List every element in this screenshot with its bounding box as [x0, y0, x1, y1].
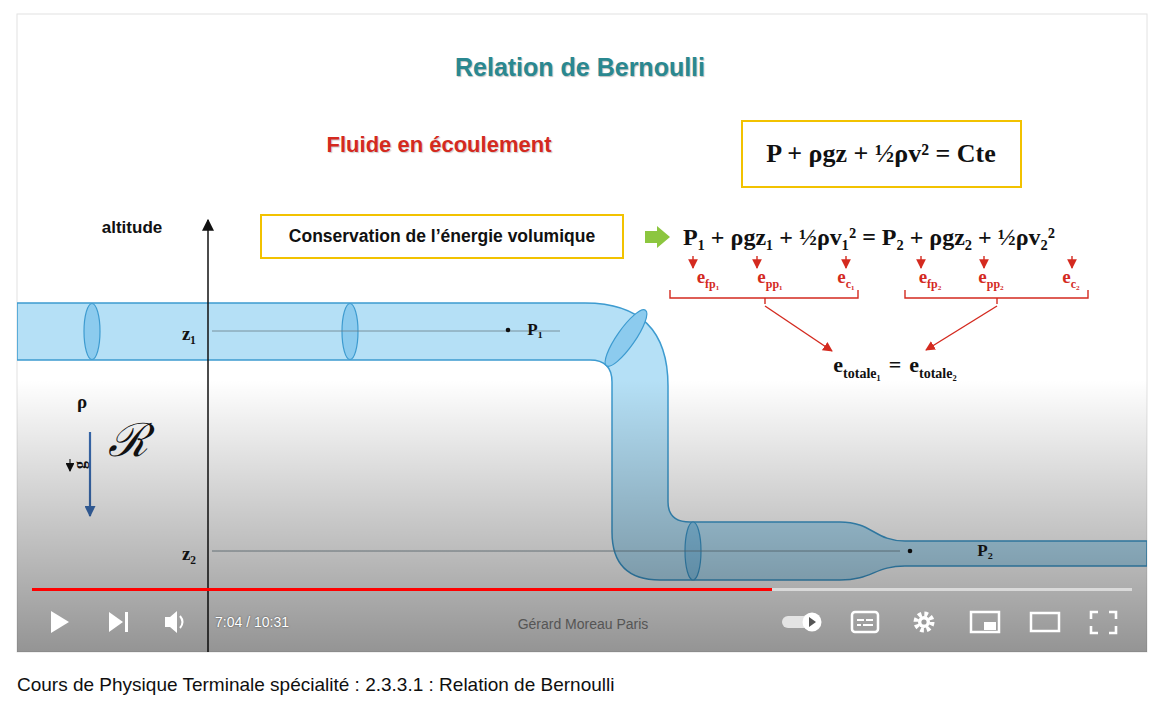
energy-symbol: e — [909, 352, 919, 377]
energy-symbol: e — [757, 266, 765, 287]
energy-subscript: pp₂ — [987, 277, 1004, 291]
gravity-symbol: g — [71, 461, 88, 469]
cross-section — [599, 305, 653, 371]
altitude-label: z₂ — [182, 543, 196, 564]
settings-icon — [918, 616, 930, 628]
autoplay-toggle — [809, 617, 816, 627]
box-text: Conservation de l’énergie volumique — [289, 226, 595, 247]
player-controls — [51, 611, 1116, 633]
energy-subscript: totale₂ — [919, 366, 957, 381]
subtitles-icon — [857, 620, 873, 625]
energy-subscript: c₂ — [1071, 277, 1080, 291]
play-icon — [51, 611, 69, 633]
point-marker — [506, 328, 511, 333]
cross-section — [84, 304, 100, 360]
brace — [670, 290, 1088, 304]
label-group: altitude — [102, 219, 162, 238]
slide-title: Relation de Bernoulli — [455, 54, 705, 82]
miniplayer-icon — [984, 622, 996, 630]
label-group: z₁ — [182, 324, 196, 345]
autoplay-toggle — [803, 613, 822, 632]
label-group: g — [71, 461, 89, 469]
energy-subscript: pp₁ — [766, 277, 783, 291]
volume-icon — [180, 616, 183, 628]
cross-section — [342, 304, 358, 360]
statement-box: Conservation de l’énergie volumique — [260, 214, 624, 259]
label-group: etotale₁=etotale₂ — [833, 353, 956, 382]
label-group: epp₁ — [757, 267, 782, 292]
settings-icon — [916, 614, 932, 630]
equals-sign: = — [889, 352, 902, 377]
settings-icon — [921, 619, 926, 624]
energy-symbol: e — [978, 266, 986, 287]
subtitles-icon — [852, 612, 878, 632]
energy-subscript: fp₁ — [705, 277, 719, 291]
label-group: ec₂ — [1062, 267, 1079, 292]
time-display: 7:04 / 10:31 — [215, 614, 289, 630]
label-group: epp₂ — [978, 267, 1003, 292]
label-group: ρ — [77, 392, 87, 413]
theater-icon — [1031, 613, 1059, 631]
label-group: P₂ — [977, 542, 992, 561]
point-label: P₁ — [527, 320, 542, 339]
frame-symbol: ℛ — [108, 413, 148, 467]
label-group: Gérard Moreau Paris — [518, 615, 649, 633]
subtitle: Fluide en écoulement — [327, 132, 552, 157]
video-frame — [17, 14, 1147, 652]
label-group: z₂ — [182, 544, 196, 565]
video-caption: Cours de Physique Terminale spécialité :… — [17, 675, 614, 696]
watermark: Gérard Moreau Paris — [518, 616, 649, 632]
player-shade — [17, 380, 1147, 652]
label-group: efp₁ — [697, 267, 720, 292]
progress-track — [32, 588, 1132, 591]
label-group: efp₂ — [919, 267, 942, 292]
progress-played — [32, 588, 772, 591]
implication-arrow — [645, 226, 670, 248]
label-group: P₁ — [527, 321, 542, 340]
label-group: ℛ — [108, 415, 148, 466]
label-group: P₁ + ρgz₁ + ½ρv₁² = P₂ + ρgz₂ + ½ρv₂² — [683, 224, 1055, 250]
density-symbol: ρ — [77, 391, 87, 412]
leader-arrow — [765, 306, 832, 351]
label-group: Fluide en écoulement — [327, 133, 552, 157]
energy-subscript: totale₁ — [843, 366, 881, 381]
leader-arrow — [926, 306, 997, 350]
energy-symbol: e — [919, 266, 927, 287]
energy-symbol: e — [1062, 266, 1070, 287]
box-text: P + ρgz + ½ρv² = Cte — [766, 139, 996, 169]
energy-symbol: e — [697, 266, 705, 287]
fullscreen-icon — [1091, 612, 1116, 633]
equation: P₁ + ρgz₁ + ½ρv₁² = P₂ + ρgz₂ + ½ρv₂² — [683, 224, 1055, 250]
miniplayer-icon — [971, 612, 999, 632]
axis-label: altitude — [102, 218, 162, 237]
next-icon — [109, 612, 123, 632]
formula-box: P + ρgz + ½ρv² = Cte — [741, 120, 1022, 188]
term-arrows — [693, 256, 1072, 268]
next-icon — [125, 612, 128, 632]
energy-symbol: e — [837, 266, 845, 287]
energy-symbol: e — [833, 352, 843, 377]
label-group: 7:04 / 10:31 — [215, 613, 289, 631]
point-label: P₂ — [977, 541, 992, 560]
energy-subscript: fp₂ — [927, 277, 941, 291]
energy-subscript: c₁ — [846, 277, 855, 291]
altitude-label: z₁ — [182, 323, 196, 344]
volume-icon — [165, 611, 177, 633]
label-group: ec₁ — [837, 267, 854, 292]
